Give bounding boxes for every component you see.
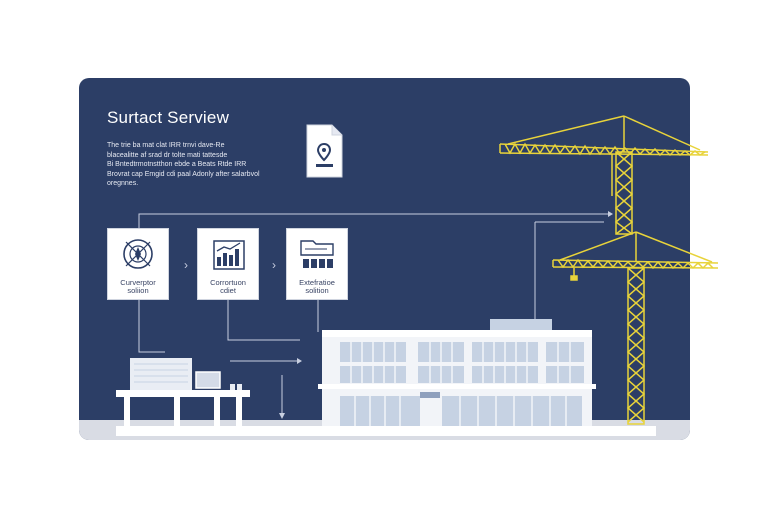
description-line: The trie ba mat clat IRR trnvi dave-Re xyxy=(107,142,225,149)
folder-grid-icon xyxy=(300,240,334,268)
step-label: Corrortuon cdiet xyxy=(200,279,256,295)
step-label-line2: soliion xyxy=(127,286,149,295)
document-pin-icon xyxy=(306,124,343,178)
step-label-line2: cdiet xyxy=(220,286,236,295)
office-building xyxy=(318,319,596,428)
step-card-1[interactable]: Curverptor soliion xyxy=(107,228,169,300)
step-label: Extefratioe solition xyxy=(289,279,345,295)
description-line: Brovrat cap Emgid cdi paal Adonly after … xyxy=(107,170,260,178)
step-label: Curverptor soliion xyxy=(110,279,166,295)
step-label-line1: Curverptor xyxy=(120,278,156,287)
tower-crane-front xyxy=(552,231,719,425)
connector-lines xyxy=(138,211,613,419)
step-label-line1: Corrortuon xyxy=(210,278,246,287)
chart-icon xyxy=(213,240,245,270)
step-label-line2: solition xyxy=(305,286,329,295)
chevron-right-icon: › xyxy=(272,258,276,272)
description-line: blacealitte af srad dr tolte mati tattes… xyxy=(107,151,228,159)
step-card-2[interactable]: Corrortuon cdiet xyxy=(197,228,259,300)
description-line: Bi Bntedtrmotnstthon ebde a Beats Rtde I… xyxy=(107,161,247,168)
step-card-3[interactable]: Extefratioe solition xyxy=(286,228,348,300)
desk-workstation xyxy=(116,358,250,426)
chevron-right-icon: › xyxy=(184,258,188,272)
step-label-line1: Extefratioe xyxy=(299,278,335,287)
compass-icon xyxy=(123,239,153,269)
panel-title: Surtact Serview xyxy=(107,108,230,127)
ground-strip xyxy=(116,426,656,436)
tower-crane-back xyxy=(499,115,709,235)
description-line: oregnnes. xyxy=(107,180,139,187)
panel-description: The trie ba mat clat IRR trnvi dave-Re b… xyxy=(107,141,267,189)
